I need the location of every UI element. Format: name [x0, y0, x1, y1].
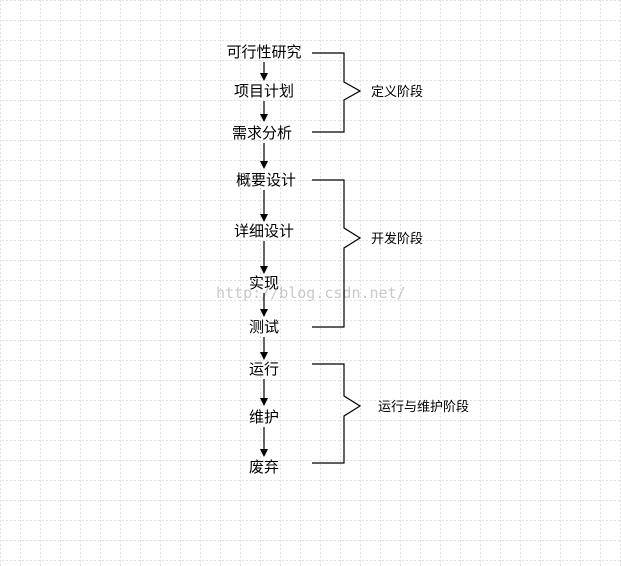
- phase-brackets: [312, 52, 362, 464]
- step-high-level-design: 概要设计: [236, 171, 296, 189]
- step-requirements-analysis: 需求分析: [232, 124, 292, 142]
- bracket-definition-phase: [312, 52, 362, 133]
- step-feasibility-study: 可行性研究: [226, 43, 301, 61]
- phase-label-definition: 定义阶段: [371, 85, 423, 100]
- watermark-text: http://blog.csdn.net/: [216, 284, 406, 302]
- step-operation: 运行: [249, 360, 279, 378]
- step-implementation: 实现: [249, 274, 279, 292]
- step-detailed-design: 详细设计: [234, 222, 294, 240]
- phase-label-development: 开发阶段: [371, 231, 423, 247]
- step-testing: 测试: [249, 318, 279, 336]
- phase-labels: 定义阶段 开发阶段 运行与维护阶段: [371, 85, 469, 415]
- step-labels: 可行性研究 项目计划 需求分析 概要设计 详细设计 实现 测试 运行 维护 废弃: [226, 43, 301, 476]
- phase-label-operation-maintenance: 运行与维护阶段: [378, 400, 469, 415]
- bracket-development-phase: [312, 179, 362, 328]
- step-retirement: 废弃: [249, 458, 279, 476]
- bracket-operation-maintenance-phase: [312, 363, 362, 464]
- step-maintenance: 维护: [249, 408, 279, 426]
- step-project-plan: 项目计划: [234, 82, 294, 100]
